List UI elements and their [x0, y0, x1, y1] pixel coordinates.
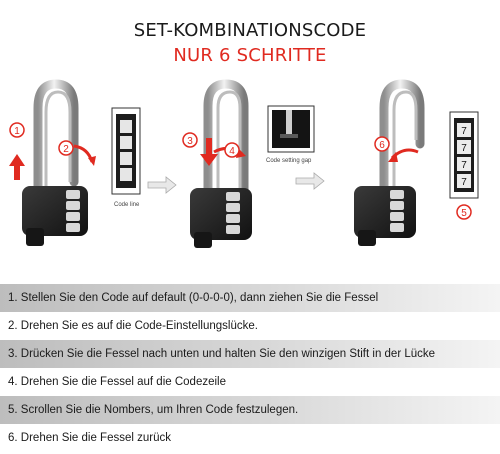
shackle-back: [44, 90, 72, 190]
step-5: 5. Scrollen Sie die Nombers, um Ihren Co…: [0, 396, 500, 424]
lock-step-2: 3 4: [182, 79, 252, 248]
dial-digit: 7: [461, 160, 467, 171]
dial-wheels: [390, 190, 404, 232]
instruction-illustration: 1 2 Code line 3: [9, 79, 479, 248]
shackle: [33, 79, 79, 195]
page-subtitle: NUR 6 SCHRITTE: [173, 45, 327, 66]
lock-step-1: 1 2: [9, 79, 96, 246]
marker-4: 4: [229, 146, 235, 157]
step-2: 2. Drehen Sie es auf die Code-Einstellun…: [0, 312, 500, 340]
lock-step-3: 6: [354, 79, 425, 246]
steps-list: 1. Stellen Sie den Code auf default (0-0…: [0, 284, 500, 452]
code-setting-gap-inset: Code setting gap: [266, 105, 315, 164]
next-arrow-icon: [295, 172, 325, 190]
next-arrow-icon: [147, 176, 177, 194]
marker-3: 3: [187, 136, 193, 147]
up-arrow-icon: [9, 154, 25, 180]
step-4: 4. Drehen Sie die Fessel auf die Codezei…: [0, 368, 500, 396]
step-1: 1. Stellen Sie den Code auf default (0-0…: [0, 284, 500, 312]
marker-2: 2: [63, 144, 69, 155]
shackle: [379, 79, 425, 195]
dial-wheels: [226, 192, 240, 234]
caption-code-line: Code line: [114, 202, 140, 208]
page-title: SET-KOMBINATIONSCODE: [133, 20, 367, 41]
caption-code-setting-gap: Code setting gap: [266, 158, 312, 164]
shackle: [203, 79, 249, 199]
code-line-inset: Code line: [111, 107, 141, 208]
marker-6: 6: [379, 140, 385, 151]
marker-5: 5: [461, 208, 467, 219]
step-3: 3. Drücken Sie die Fessel nach unten und…: [0, 340, 500, 368]
marker-1: 1: [14, 126, 20, 137]
dial-digit: 7: [461, 126, 467, 137]
dial-digit: 7: [461, 177, 467, 188]
step-6: 6. Drehen Sie die Fessel zurück: [0, 424, 500, 452]
number-inset: 7 7 7 7 5: [449, 111, 479, 220]
down-arrow-icon: [200, 138, 218, 166]
dial-wheels: [66, 190, 80, 232]
dial-digit: 7: [461, 143, 467, 154]
